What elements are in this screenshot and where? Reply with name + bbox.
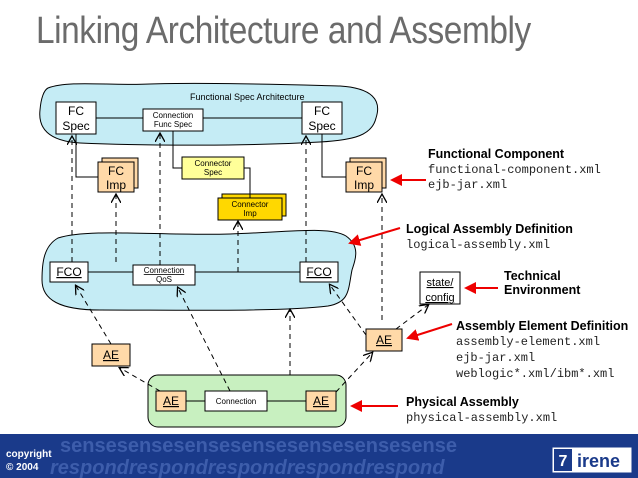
fc-spec-right-to-imp [321,134,346,178]
connection-func-spec-line1: Connection [153,111,193,120]
state-config-line1: state/ [427,277,455,289]
functional-spec-architecture-blob [39,82,379,146]
fc-imp-right-line1: FC [356,164,372,178]
ae-right-label: AE [376,333,392,347]
dashed-arrow-connection-to-qos [178,288,231,392]
fc-spec-left-line1: FC [68,104,84,118]
logo-number: 7 [559,453,568,470]
functional-component-file-2: ejb-jar.xml [428,178,507,192]
footer-copyright-line1: copyright [6,449,52,460]
functional-spec-architecture-label: Functional Spec Architecture [190,92,305,102]
page-title: Linking Architecture and Assembly [36,10,531,52]
connection-qos-box[interactable] [132,264,196,286]
footer-respond-watermark: respondrespondrespondrespondrespond [50,457,445,478]
physical-assembly-file-1: physical-assembly.xml [406,411,557,425]
connector-spec-to-imp [244,167,251,198]
fc-imp-left-line1: FC [108,164,124,178]
physical-assembly-heading: Physical Assembly [406,395,519,409]
assembly-element-file-2: ejb-jar.xml [456,351,535,365]
footer-sense-watermark: sensesensesensesensesensesensesense [60,435,457,457]
connector-imp-line2: Imp [243,209,257,218]
fc-imp-left-line2: Imp [106,178,126,192]
logical-assembly-file-1: logical-assembly.xml [406,238,550,252]
fco-left-label: FCO [56,265,81,279]
connection-qos-line1: Connection [144,266,184,275]
fc-imp-right-line2: Imp [354,178,374,192]
bottom-ae-left-label: AE [163,394,179,408]
state-config-line2: config [425,292,454,304]
fc-spec-right-line1: FC [314,104,330,118]
logo-text: irene [577,451,620,471]
dashed-arrow-bottom-ae-to-ae-left [120,368,161,392]
connector-spec-line2: Spec [204,168,222,177]
assembly-element-heading: Assembly Element Definition [456,319,628,333]
logo-number-box [554,449,572,471]
bottom-connection-box[interactable] [204,390,268,412]
dashed-arrow-ae-right-to-fco [330,285,367,336]
assembly-element-file-3: weblogic*.xml/ibm*.xml [456,367,614,381]
fco-right-label: FCO [306,265,331,279]
connection-qos-line2: QoS [156,275,172,284]
connector-imp-line1: Connector [232,200,269,209]
state-config-box[interactable] [419,271,461,305]
bottom-connection-label: Connection [216,397,256,406]
technical-environment-line2: Environment [504,283,581,297]
dashed-arrow-ae-left-to-fco [76,286,112,345]
bottom-ae-right-label: AE [313,394,329,408]
red-arrow-logical-assembly [348,227,401,246]
logical-assembly-blob [41,229,357,311]
fc-spec-left-line2: Spec [62,119,89,133]
connector-spec-line1: Connector [195,159,232,168]
ae-right-box[interactable] [365,328,403,352]
footer-copyright-line2: © 2004 [6,462,39,473]
technical-environment-line1: Technical [504,269,561,283]
assembly-element-file-1: assembly-element.xml [456,335,600,349]
fc-spec-right-box[interactable] [301,101,343,135]
fc-spec-left-to-imp [75,134,98,178]
functional-component-heading: Functional Component [428,147,565,161]
fc-spec-right-line2: Spec [308,119,335,133]
dashed-arrow-ae-right-to-state [395,305,428,330]
red-arrow-assembly-element [406,323,453,341]
fc-imp-right-box[interactable] [345,161,383,193]
logical-assembly-heading: Logical Assembly Definition [406,222,573,236]
footer-banner [0,434,638,478]
fc-imp-left-box[interactable] [97,161,135,193]
connection-func-spec-line2: Func Spec [154,120,192,129]
func-spec-to-connector-spec [172,131,182,169]
functional-component-file-1: functional-component.xml [428,163,601,177]
ae-left-label: AE [103,348,119,362]
